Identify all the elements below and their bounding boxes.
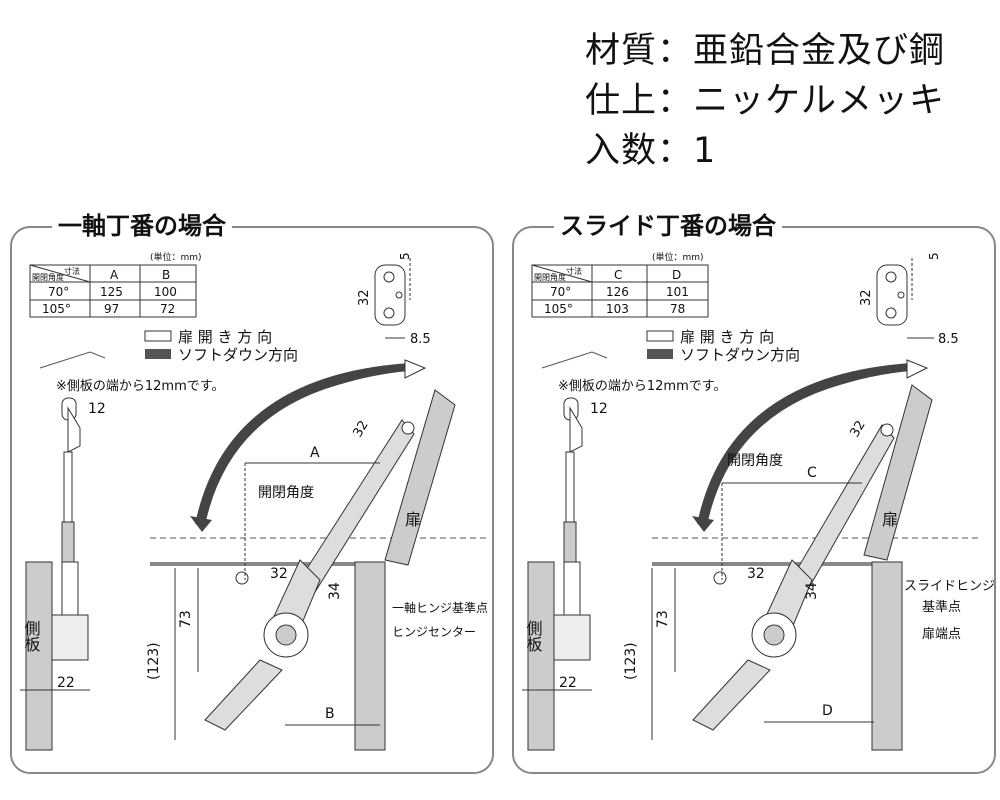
left-door [384,389,456,566]
right-dim-5: 5 [927,252,941,260]
left-dim-12: 12 [88,401,106,417]
right-legend-soft: ソフトダウン方向 [680,346,800,364]
right-dim-123: (123) [623,642,639,680]
right-table-angle-header: 開閉角度 [534,272,566,282]
left-table-col2: B [162,268,170,282]
right-side-label: 側板 [524,620,543,652]
right-dim-32-arm: 32 [847,418,868,440]
right-soft-arrow [697,363,913,527]
right-row1-v2: 101 [666,285,689,299]
right-hinge-arm [692,423,895,731]
right-cabinet-wall [871,561,903,751]
left-dim-32-base: 32 [270,566,288,582]
left-row2-v2: 72 [160,302,175,316]
left-row1-angle: 70° [48,285,69,299]
left-side-label: 側板 [22,620,41,652]
left-ref-line1: 一軸ヒンジ基準点 [392,600,488,615]
right-legend-soft-swatch [647,349,673,359]
left-side-mechanism [51,397,89,661]
left-break-line [39,351,106,369]
right-mount-plate [876,258,913,326]
right-dimension-table [531,264,709,318]
left-dim-73: 73 [178,610,194,628]
right-row2-v1: 103 [606,302,629,316]
left-row1-v2: 100 [154,285,177,299]
right-dim-34: 34 [804,582,820,600]
right-note: ※側板の端から12mmです。 [558,379,726,394]
right-dim-32-base: 32 [747,566,765,582]
right-row2-angle: 105° [544,302,573,316]
right-legend-open-swatch [646,330,674,342]
left-note: ※側板の端から12mmです。 [56,379,224,394]
left-dim-85: 8.5 [410,332,431,347]
left-ref-line2: ヒンジセンター [392,625,476,639]
left-hinge-arm [204,419,415,731]
right-dim-D: D [822,703,833,719]
left-dim-34: 34 [327,582,343,600]
right-table-col1: C [614,268,622,282]
finish-spec: 仕上：ニッケルメッキ [585,81,946,121]
left-mount-plate [374,258,411,326]
left-soft-arrow [195,363,411,527]
left-legend-soft: ソフトダウン方向 [178,346,298,364]
right-ref-line3: 扉端点 [922,626,961,642]
right-row1-angle: 70° [550,285,571,299]
right-legend-open: 扉 開 き 方 向 [680,328,774,346]
right-dim-32-plate: 32 [859,289,874,306]
right-dim-73: 73 [655,610,671,628]
left-dim-5: 5 [398,252,412,260]
left-dim-32-arm: 32 [350,418,371,440]
right-dim-85: 8.5 [938,332,959,347]
left-side-panel [25,561,53,751]
left-legend-open-swatch [144,330,172,342]
right-panel-title: スライド丁番の場合 [554,211,782,241]
left-dim-32-plate: 32 [357,289,372,306]
left-dim-22: 22 [57,675,75,691]
left-panel-frame [10,226,494,774]
left-row2-angle: 105° [42,302,71,316]
left-diagram-group: (単位：mm) 開閉角度 寸法 A B 70° 125 100 105° 97 … [20,251,490,751]
right-angle-label: 開閉角度 [727,453,783,469]
right-dim-C: C [807,465,817,481]
right-row2-v2: 78 [670,302,685,316]
right-door-label: 扉 [882,510,898,529]
left-table-col1: A [110,268,119,282]
right-table-col2: D [672,268,681,282]
left-panel-title: 一軸丁番の場合 [52,211,232,241]
right-diagram-group: (単位：mm) 開閉角度 寸法 C D 70° 126 101 105° 103… [522,251,995,751]
left-door-label: 扉 [405,510,421,529]
right-door [863,384,933,561]
left-dim-123: (123) [146,642,162,680]
left-table-angle-header: 開閉角度 [32,272,64,282]
quantity-spec: 入数：1 [585,131,717,171]
left-cabinet-wall [354,561,386,751]
right-side-panel [527,561,555,751]
right-unit-label: (単位：mm) [652,251,704,263]
right-dim-22: 22 [559,675,577,691]
left-dim-B: B [325,706,335,722]
right-row1-v1: 126 [606,285,629,299]
right-ref-line1: スライドヒンジ [904,579,995,594]
right-ref-line2: 基準点 [922,599,961,615]
left-row2-v1: 97 [104,302,119,316]
left-dimension-table [29,264,197,318]
right-side-mechanism [553,397,591,661]
left-unit-label: (単位：mm) [150,251,202,263]
left-table-dim-header: 寸法 [64,266,80,276]
left-legend-soft-swatch [145,349,171,359]
left-legend-open: 扉 開 き 方 向 [178,328,272,346]
left-dim-A: A [310,445,320,461]
left-row1-v1: 125 [100,285,123,299]
left-angle-label: 開閉角度 [258,485,314,501]
material-spec: 材質：亜鉛合金及び鋼 [585,31,946,71]
right-table-dim-header: 寸法 [566,266,582,276]
right-break-line [541,351,608,369]
right-dim-12: 12 [590,401,608,417]
